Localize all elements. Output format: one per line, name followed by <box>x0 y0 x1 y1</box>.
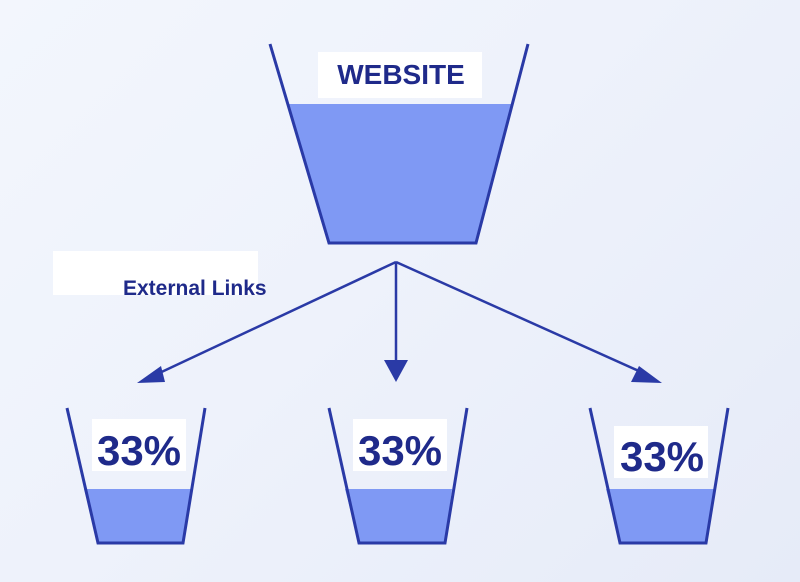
target-3-label-box <box>614 426 708 478</box>
target-3-water <box>606 489 714 543</box>
arrow-left-shaft <box>152 260 397 378</box>
external-links-label: External Links <box>123 277 267 300</box>
target-1-outline <box>65 407 207 545</box>
target-2-outline <box>327 407 469 545</box>
arrow-left-head <box>137 366 165 383</box>
target-1-percent: 33% <box>97 427 181 474</box>
arrow-right-head <box>631 366 662 383</box>
split-arrows <box>152 260 651 378</box>
source-bucket-outline <box>268 43 530 245</box>
target-bucket-1: 33% <box>65 407 207 545</box>
target-3-outline <box>588 407 730 545</box>
target-bucket-2: 33% <box>327 407 469 545</box>
source-water <box>287 104 512 243</box>
target-1-label-box <box>92 419 186 471</box>
source-label-box <box>318 52 482 98</box>
target-3-percent: 33% <box>620 433 704 480</box>
arrow-right-shaft <box>395 260 651 378</box>
target-2-label-box <box>353 419 447 471</box>
external-links-label-group: External Links <box>53 251 267 300</box>
source-label: WEBSITE <box>337 59 465 90</box>
target-2-water <box>345 489 452 543</box>
target-bucket-3: 33% <box>588 407 730 545</box>
target-2-percent: 33% <box>358 427 442 474</box>
target-1-water <box>84 489 192 543</box>
source-bucket: WEBSITE <box>268 43 530 245</box>
external-links-label-box <box>53 251 258 295</box>
arrow-center-head <box>384 360 408 382</box>
